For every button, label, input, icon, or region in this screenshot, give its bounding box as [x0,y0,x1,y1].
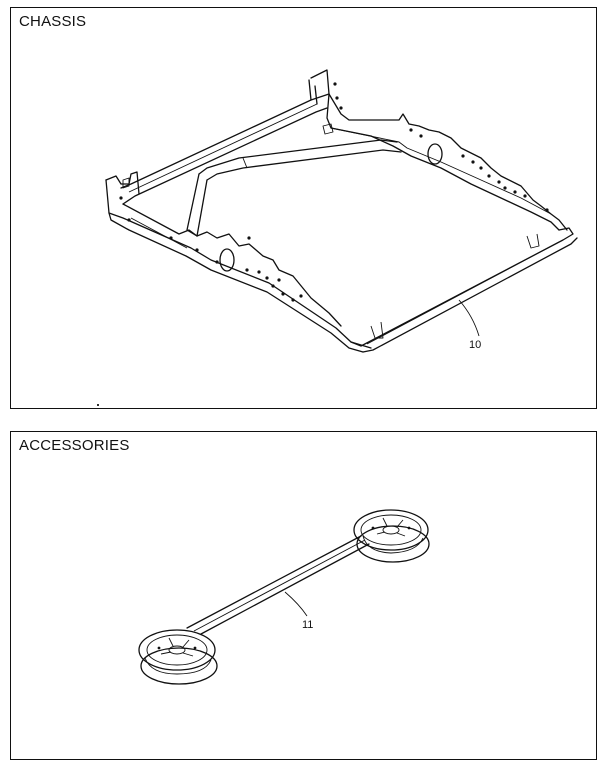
accessories-panel: ACCESSORIES [10,431,597,760]
chassis-panel: CHASSIS [10,7,597,409]
chassis-title: CHASSIS [19,13,87,30]
part-11-leader [284,591,308,617]
right-pulley [353,509,430,563]
chassis-frame [105,69,578,353]
accessories-title: ACCESSORIES [19,437,130,454]
part-10-leader [458,299,480,337]
chassis-drawing: 10 [105,69,578,353]
part-11-label: 11 [302,619,313,631]
left-pulley [138,629,218,685]
scan-speck [97,404,99,406]
belt-with-pulleys [138,509,430,685]
accessories-drawing: 11 [138,509,430,685]
part-10-label: 10 [469,339,481,351]
